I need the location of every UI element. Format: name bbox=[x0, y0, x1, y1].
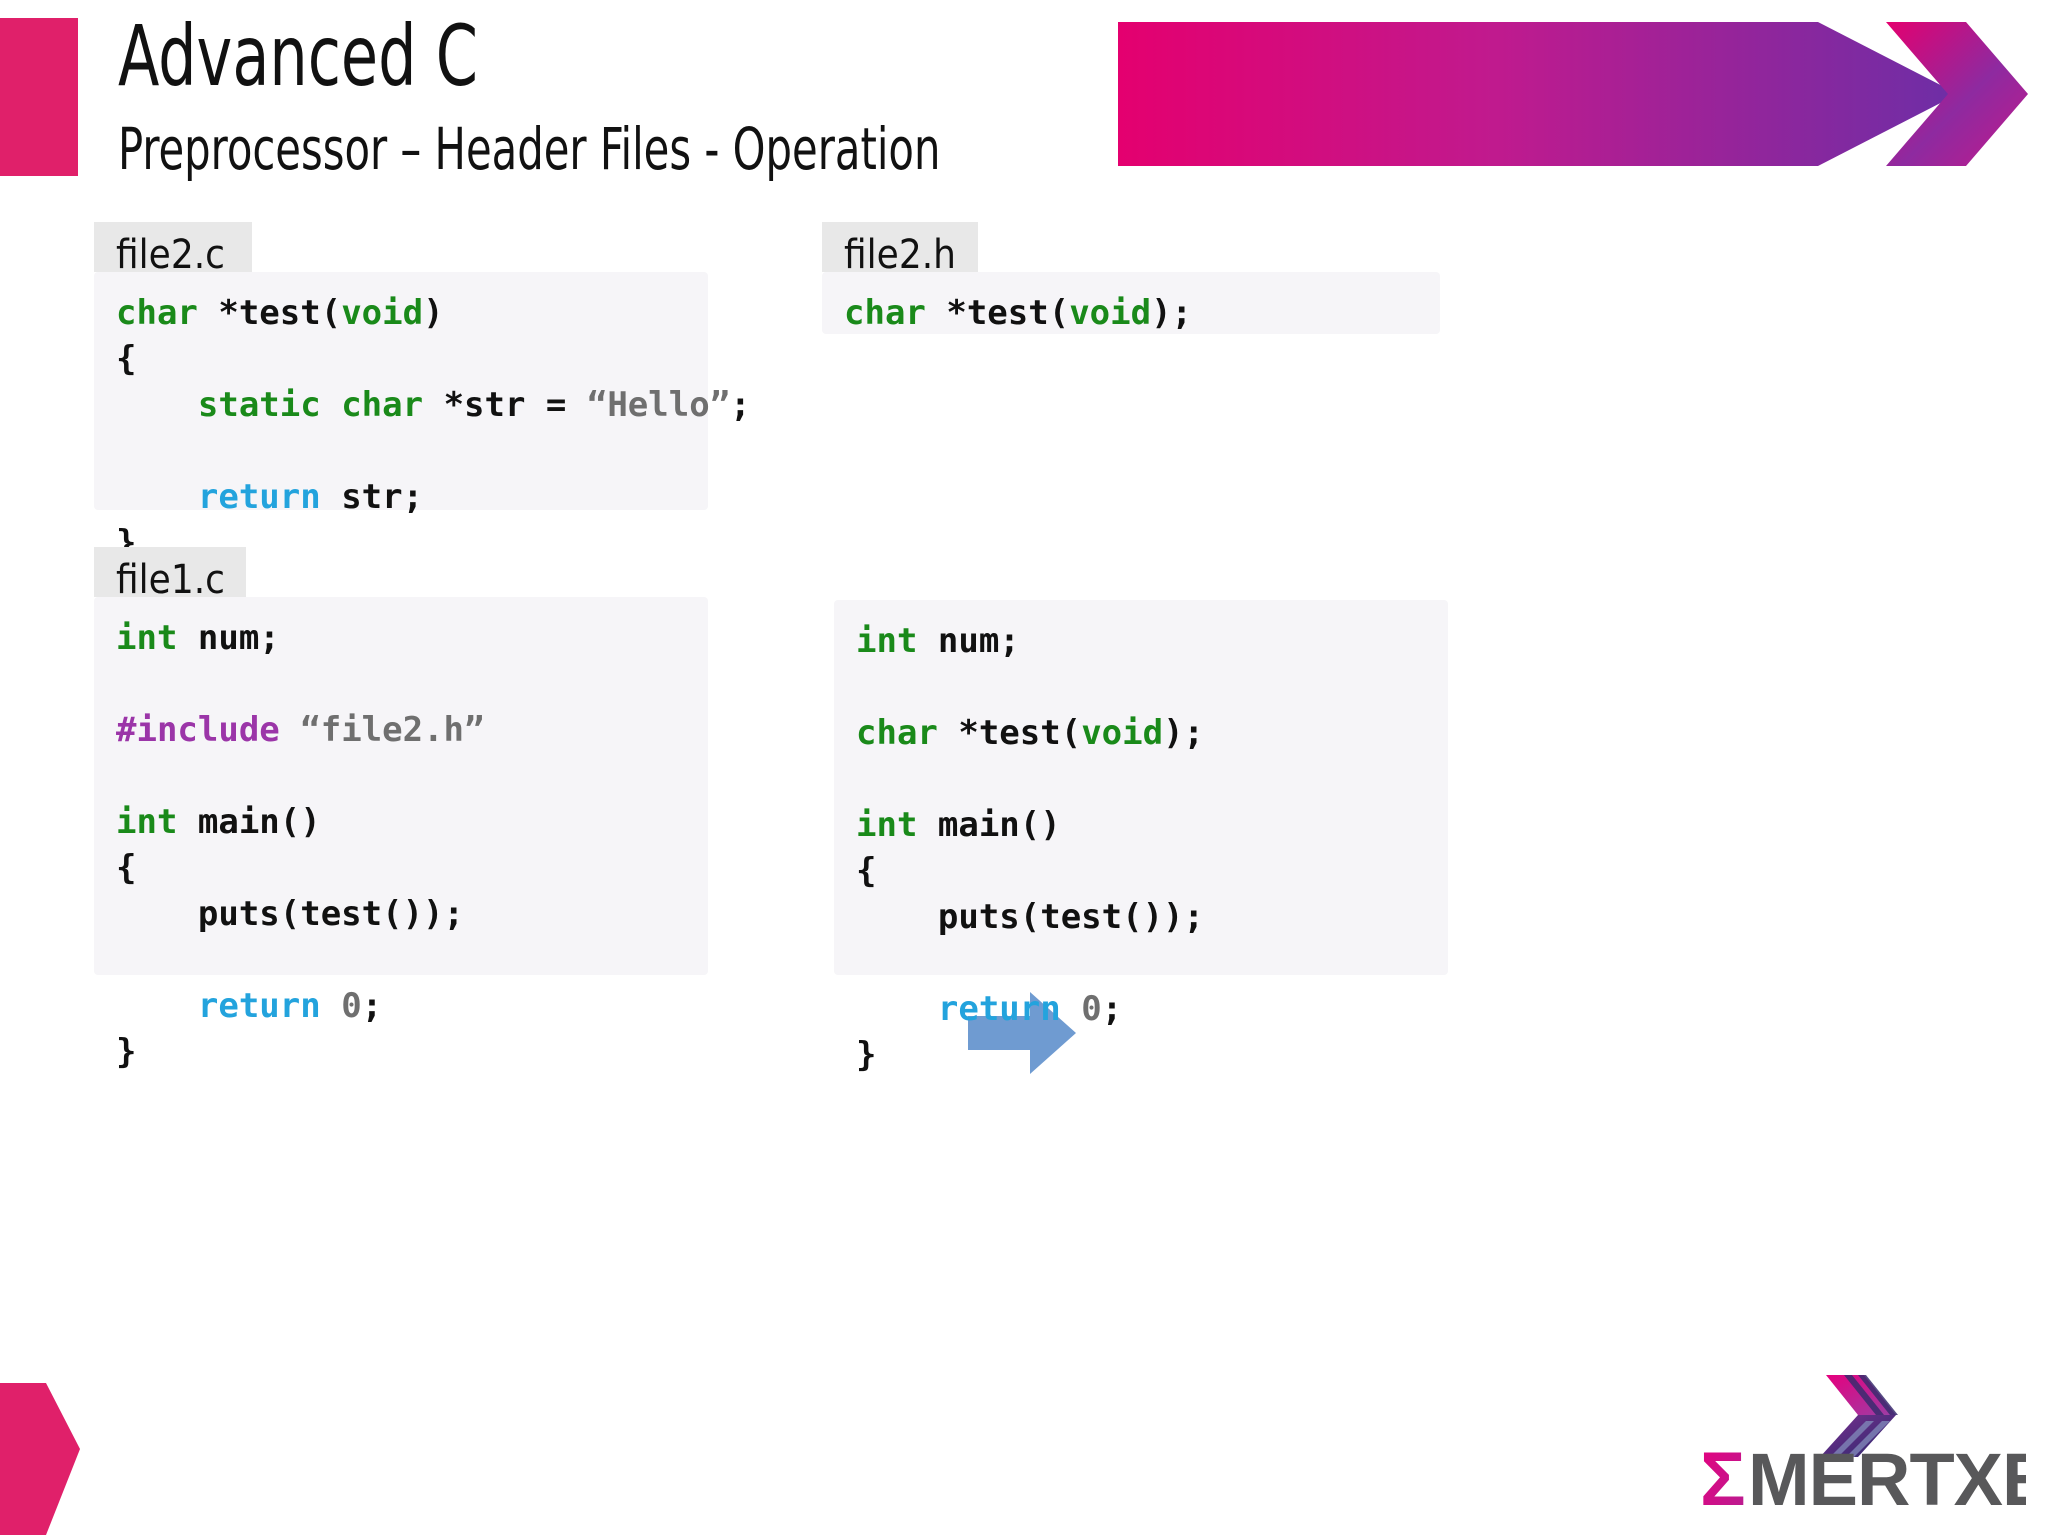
code-line: int num; bbox=[856, 618, 1422, 664]
code-token: { bbox=[116, 848, 137, 888]
code-line bbox=[116, 661, 682, 707]
code-token: ); bbox=[1151, 293, 1193, 333]
code-block-file2-h: char *test(void); bbox=[822, 272, 1440, 334]
code-token: void bbox=[1081, 713, 1164, 753]
code-line: #include “file2.h” bbox=[116, 707, 682, 753]
code-token: int bbox=[856, 805, 918, 845]
file-tab-label: file1.c bbox=[116, 557, 225, 603]
logo-chevron-icon bbox=[1820, 1375, 1898, 1457]
code-token: int bbox=[856, 621, 918, 661]
code-line bbox=[856, 664, 1422, 710]
code-token: num; bbox=[177, 618, 280, 658]
code-token bbox=[280, 710, 300, 750]
code-token: return bbox=[937, 989, 1061, 1029]
code-line: char *test(void); bbox=[844, 290, 1414, 336]
code-token: } bbox=[116, 1032, 137, 1072]
code-token: *str = bbox=[423, 385, 587, 425]
code-line: int main() bbox=[116, 799, 682, 845]
code-line: return 0; bbox=[856, 986, 1422, 1032]
code-line: int main() bbox=[856, 802, 1422, 848]
code-token: int bbox=[116, 618, 178, 658]
code-token: num; bbox=[917, 621, 1020, 661]
code-token bbox=[321, 385, 341, 425]
code-line: return str; bbox=[116, 474, 682, 520]
code-token: ; bbox=[361, 986, 383, 1026]
code-token: int bbox=[116, 802, 178, 842]
code-token: char bbox=[341, 385, 424, 425]
code-token: puts(test()); bbox=[856, 897, 1204, 937]
code-line bbox=[116, 753, 682, 799]
code-token bbox=[856, 989, 938, 1029]
code-token: “Hello” bbox=[586, 385, 731, 425]
code-token: char bbox=[116, 293, 198, 333]
flow-arrow-right-icon bbox=[968, 992, 1076, 1074]
code-line: puts(test()); bbox=[856, 894, 1422, 940]
code-token: puts(test()); bbox=[116, 894, 464, 934]
code-line: } bbox=[856, 1032, 1422, 1078]
file-tab-file1-c: file1.c bbox=[94, 547, 246, 600]
code-token: str; bbox=[320, 477, 424, 517]
code-line: { bbox=[116, 336, 682, 382]
code-line bbox=[856, 756, 1422, 802]
code-line bbox=[116, 937, 682, 983]
code-token bbox=[116, 385, 198, 425]
file-tab-file2-h: file2.h bbox=[822, 222, 978, 275]
code-token: void bbox=[341, 293, 424, 333]
code-line: char *test(void) bbox=[116, 290, 682, 336]
file-tab-label: file2.c bbox=[116, 232, 225, 278]
code-block-expanded-output: int num; char *test(void); int main(){ p… bbox=[834, 600, 1448, 1075]
page-subtitle: Preprocessor – Header Files - Operation bbox=[118, 115, 941, 183]
emertxe-logo: Σ MERTXE bbox=[1700, 1375, 2026, 1522]
logo-sigma: Σ bbox=[1700, 1437, 1746, 1522]
code-token: ; bbox=[1101, 989, 1123, 1029]
code-token: main() bbox=[177, 802, 321, 842]
code-line: return 0; bbox=[116, 983, 682, 1029]
code-token: *test( bbox=[937, 713, 1082, 753]
code-token: { bbox=[856, 851, 877, 891]
code-line: char *test(void); bbox=[856, 710, 1422, 756]
code-block-file2-c: char *test(void){ static char *str = “He… bbox=[94, 272, 751, 563]
code-token: “file2.h” bbox=[300, 710, 485, 750]
code-line: { bbox=[856, 848, 1422, 894]
code-line: static char *str = “Hello”; bbox=[116, 382, 751, 428]
code-token: ; bbox=[730, 385, 751, 425]
code-token: main() bbox=[917, 805, 1061, 845]
code-token: char bbox=[844, 293, 926, 333]
code-token bbox=[116, 986, 198, 1026]
code-token: *test( bbox=[197, 293, 342, 333]
code-line: } bbox=[116, 1029, 682, 1075]
footer-accent-arrow bbox=[0, 1383, 80, 1535]
code-token: } bbox=[856, 1035, 877, 1075]
code-token: ); bbox=[1163, 713, 1205, 753]
code-line bbox=[116, 428, 682, 474]
code-token: ) bbox=[423, 293, 444, 333]
code-token: { bbox=[116, 339, 137, 379]
header-chevron-banner bbox=[1118, 22, 2028, 166]
code-token: return bbox=[197, 477, 321, 517]
page-title: Advanced C bbox=[118, 7, 478, 105]
code-line bbox=[856, 940, 1422, 986]
header-accent-bar bbox=[0, 18, 78, 176]
code-line: int num; bbox=[116, 615, 682, 661]
file-tab-file2-c: file2.c bbox=[94, 222, 252, 275]
code-token bbox=[1061, 989, 1081, 1029]
code-token: *test( bbox=[925, 293, 1070, 333]
code-token: 0 bbox=[1081, 989, 1102, 1029]
file-tab-label: file2.h bbox=[844, 232, 956, 278]
code-token: #include bbox=[116, 710, 280, 750]
code-token: static bbox=[197, 385, 321, 425]
code-token: char bbox=[856, 713, 938, 753]
code-token bbox=[321, 986, 341, 1026]
code-line: puts(test()); bbox=[116, 891, 682, 937]
code-token: void bbox=[1069, 293, 1152, 333]
code-line: { bbox=[116, 845, 682, 891]
code-token: return bbox=[197, 986, 321, 1026]
title-block: Advanced C Preprocessor – Header Files -… bbox=[118, 14, 1138, 178]
code-token: 0 bbox=[341, 986, 362, 1026]
logo-wordmark: MERTXE bbox=[1748, 1438, 2026, 1521]
code-block-file1-c: int num; #include “file2.h” int main(){ … bbox=[94, 597, 708, 1072]
code-token bbox=[116, 477, 198, 517]
